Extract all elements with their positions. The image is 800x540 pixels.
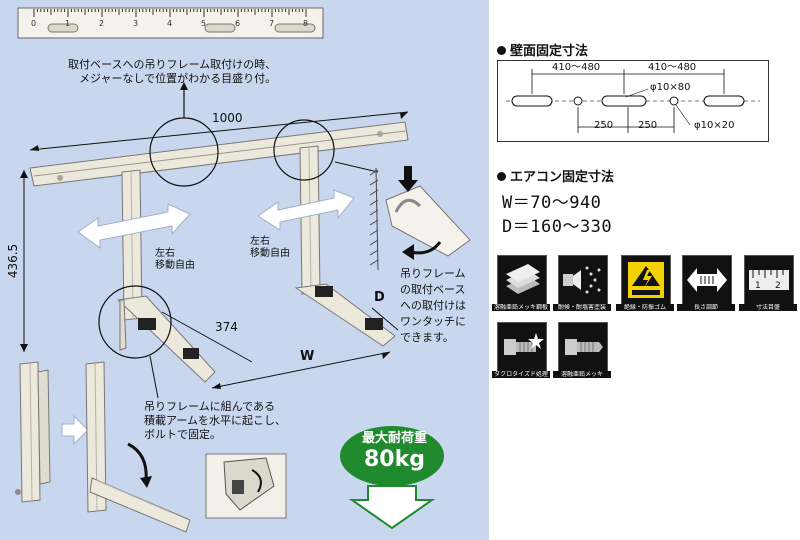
galvanized-bolt-icon	[558, 322, 608, 372]
feature-caption-7: 溶融亜鉛メッキ	[553, 371, 611, 378]
aircon-fix-heading: エアコン固定寸法	[497, 166, 614, 185]
move-left-line2: 移動自由	[155, 260, 195, 271]
feature-caption-1: 溶融亜鉛メッキ鋼板	[492, 304, 550, 311]
ruler-number: 6	[235, 19, 240, 28]
detail-circle-scale	[149, 117, 219, 187]
weatherproof-coating-icon	[558, 255, 608, 305]
move-left-line1: 左右	[155, 248, 175, 259]
wall-fix-heading: 壁面固定寸法	[497, 40, 588, 59]
arm-note-line: 吊りフレームに組んである	[144, 400, 276, 413]
ruler-number: 1	[65, 19, 70, 28]
right-load-arm	[294, 283, 396, 347]
svg-text:2: 2	[775, 281, 781, 291]
ruler-number: 3	[133, 19, 138, 28]
ruler-number: 7	[269, 19, 274, 28]
arm-note: 吊りフレームに組んである 積載アームを水平に起こし、 ボルトで固定。	[144, 400, 286, 442]
one-touch-line: への取付けは	[400, 299, 466, 312]
one-touch-line: できます。	[400, 331, 454, 344]
wall-fix-diagram: 410～480 410～480 φ10×80 250 250 φ10×20	[497, 60, 769, 142]
illustration-panel: 0 1 2 3 4 5 6 7 8 取付ベースへの吊りフレーム取付けの時、 メジャーなしで位置が…	[0, 0, 489, 540]
aircon-w-range: W＝70～940	[502, 193, 602, 213]
wall-dim-c: 250	[594, 120, 614, 131]
ruler-number: 2	[99, 19, 104, 28]
dim-label-d: D	[374, 290, 385, 305]
galvanized-sheet-icon	[497, 255, 547, 305]
max-load-value: 80kg	[364, 447, 425, 472]
arm-note-line: ボルトで固定。	[144, 428, 221, 441]
wall-hole-a: φ10×80	[650, 82, 691, 93]
dacrotized-bolt-icon	[497, 322, 547, 372]
move-right-line2: 移動自由	[250, 248, 290, 259]
feature-caption-3: 絶縁・防振ゴム	[616, 304, 674, 311]
wall-dim-d: 250	[638, 120, 658, 131]
wall-hole-b: φ10×20	[694, 120, 735, 131]
ruler-number: 8	[303, 19, 308, 28]
feature-caption-4: 長さ調節	[677, 304, 735, 311]
insulation-rubber-icon	[621, 255, 671, 305]
dim-height-4365: 436.5	[6, 243, 21, 279]
bolt-detail-box	[205, 453, 287, 519]
ruler-number: 4	[167, 19, 172, 28]
ruler-number: 0	[31, 19, 36, 28]
wall-dim-a: 410～480	[552, 62, 601, 73]
wall-fix-drawing	[506, 69, 760, 133]
feature-caption-2: 耐候・耐塩害塗装	[553, 304, 611, 311]
wall-mount-detail	[369, 166, 471, 271]
length-adjust-icon	[682, 255, 732, 305]
move-right-line1: 左右	[250, 236, 270, 247]
one-touch-line: の取付ベース	[400, 283, 466, 296]
assembly-step-2	[85, 361, 191, 533]
assembly-step-1	[15, 361, 51, 503]
ruler-number: 5	[201, 19, 206, 28]
arm-note-line: 積載アームを水平に起こし、	[144, 414, 287, 427]
dim-width-1000: 1000	[212, 111, 243, 125]
detail-circle-joint	[273, 119, 335, 181]
max-load-badge	[340, 426, 444, 530]
move-arrow-left	[77, 203, 191, 249]
scale-note-line1: 取付ベースへの吊りフレーム取付けの時、	[68, 58, 277, 71]
base-frame	[29, 121, 409, 187]
max-load-label: 最大耐荷重	[362, 431, 428, 446]
move-arrow-right	[257, 189, 355, 231]
dim-label-w: W	[300, 349, 315, 364]
bracket-illustration: 0 1 2 3 4 5 6 7 8	[15, 7, 471, 533]
svg-text:1: 1	[755, 281, 761, 291]
one-touch-line: ワンタッチに	[400, 315, 466, 328]
dim-depth-374: 374	[215, 320, 238, 334]
wall-dim-b: 410～480	[648, 62, 697, 73]
one-touch-note: 吊りフレーム の取付ベース への取付けは ワンタッチに できます。	[400, 266, 466, 346]
detail-circle-arm	[98, 285, 172, 359]
feature-caption-6: ダクロタイズド処理	[492, 371, 550, 378]
feature-caption-5: 寸法目盛	[739, 304, 797, 311]
aircon-d-range: D＝160～330	[502, 217, 613, 237]
scale-note-line2: メジャーなしで位置がわかる目盛り付。	[79, 72, 277, 85]
move-right-text: 左右 移動自由	[250, 236, 290, 260]
measuring-ruler	[17, 7, 324, 39]
move-left-text: 左右 移動自由	[155, 248, 195, 272]
right-hanger-frame	[299, 145, 321, 295]
one-touch-line: 吊りフレーム	[400, 267, 466, 280]
